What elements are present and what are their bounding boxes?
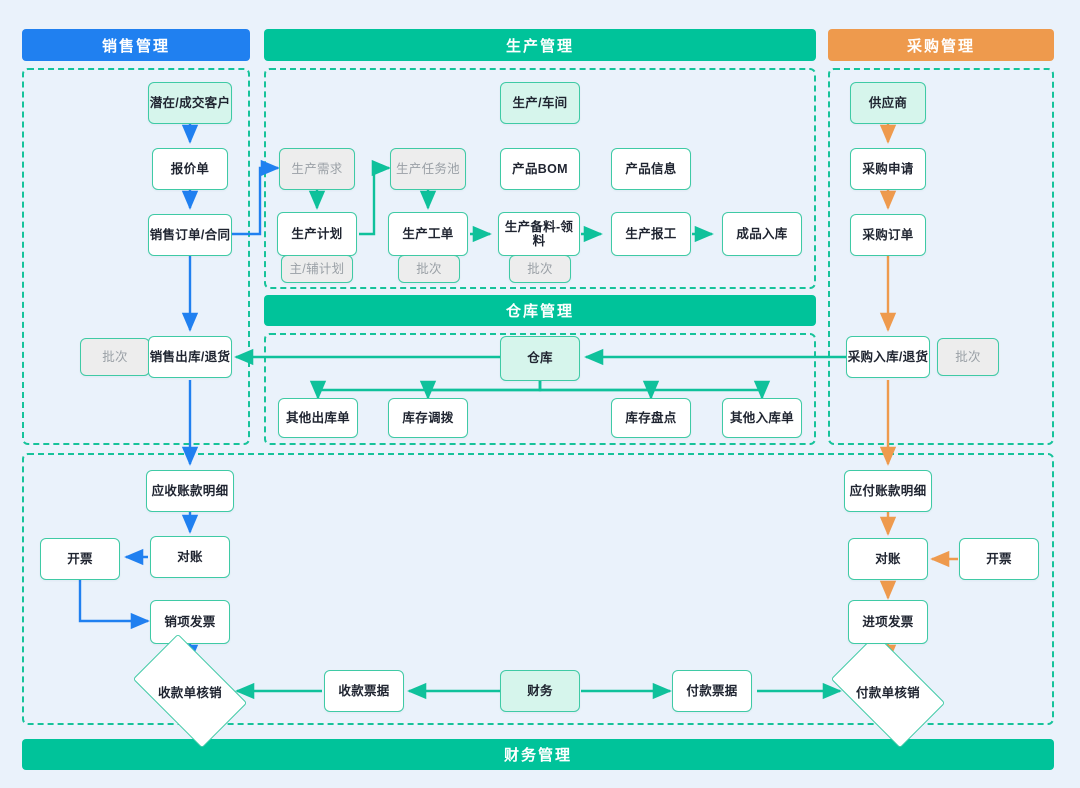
node-label: 生产/车间 xyxy=(512,95,568,110)
node-production-plan[interactable]: 生产计划 xyxy=(277,212,357,256)
node-label: 批次 xyxy=(527,261,553,276)
node-label: 生产工单 xyxy=(402,226,454,241)
node-receipt-write-off[interactable]: 收款单核销 xyxy=(132,633,248,749)
node-ap-reconciliation[interactable]: 对账 xyxy=(848,538,928,580)
node-label: 生产任务池 xyxy=(395,161,460,176)
node-plan-type-tag[interactable]: 主/辅计划 xyxy=(281,255,353,283)
section-header-finance: 财务管理 xyxy=(22,739,1054,770)
node-sales-outbound-return[interactable]: 销售出库/退货 xyxy=(148,336,232,378)
node-product-bom[interactable]: 产品BOM xyxy=(500,148,580,190)
node-label: 主/辅计划 xyxy=(289,261,345,276)
section-header-production: 生产管理 xyxy=(264,29,816,61)
node-label: 批次 xyxy=(955,349,981,364)
node-receipt-voucher[interactable]: 收款票据 xyxy=(324,670,404,712)
node-sales-order[interactable]: 销售订单/合同 xyxy=(148,214,232,256)
node-label: 生产需求 xyxy=(291,161,343,176)
node-purchase-batch-tag[interactable]: 批次 xyxy=(937,338,999,376)
section-header-warehouse: 仓库管理 xyxy=(264,295,816,326)
section-header-warehouse-label: 仓库管理 xyxy=(505,303,574,320)
node-label: 财务 xyxy=(527,683,553,698)
node-label: 应收账款明细 xyxy=(151,483,229,498)
node-production-work-order[interactable]: 生产工单 xyxy=(388,212,468,256)
node-work-order-batch-tag[interactable]: 批次 xyxy=(398,255,460,283)
node-sales-batch-tag[interactable]: 批次 xyxy=(80,338,150,376)
section-header-production-label: 生产管理 xyxy=(505,37,574,55)
node-label: 其他入库单 xyxy=(729,410,794,425)
node-label: 生产报工 xyxy=(625,226,677,241)
node-production-demand[interactable]: 生产需求 xyxy=(279,148,355,190)
node-ap-invoicing[interactable]: 开票 xyxy=(959,538,1039,580)
node-purchase-inbound-return[interactable]: 采购入库/退货 xyxy=(846,336,930,378)
node-label: 潜在/成交客户 xyxy=(149,95,231,110)
node-warehouse[interactable]: 仓库 xyxy=(500,336,580,381)
node-potential-customer[interactable]: 潜在/成交客户 xyxy=(148,82,232,124)
node-label: 进项发票 xyxy=(862,614,914,629)
node-purchase-requisition[interactable]: 采购申请 xyxy=(850,148,926,190)
group-purchase xyxy=(828,68,1054,445)
node-ar-reconciliation[interactable]: 对账 xyxy=(150,536,230,578)
group-sales xyxy=(22,68,250,445)
node-payment-voucher[interactable]: 付款票据 xyxy=(672,670,752,712)
node-finance[interactable]: 财务 xyxy=(500,670,580,712)
node-label: 付款单核销 xyxy=(855,685,920,700)
node-label: 销项发票 xyxy=(164,614,216,629)
node-ar-invoicing[interactable]: 开票 xyxy=(40,538,120,580)
node-label: 产品信息 xyxy=(625,161,677,176)
node-label: 开票 xyxy=(67,551,93,566)
node-label: 生产计划 xyxy=(291,226,343,241)
node-label: 其他出库单 xyxy=(285,410,350,425)
node-label: 库存盘点 xyxy=(625,410,677,425)
node-production-task-pool[interactable]: 生产任务池 xyxy=(390,148,466,190)
group-finance xyxy=(22,453,1054,725)
node-label: 对账 xyxy=(177,549,203,564)
node-inventory-transfer[interactable]: 库存调拨 xyxy=(388,398,468,438)
section-header-purchase: 采购管理 xyxy=(828,29,1054,61)
node-label: 应付账款明细 xyxy=(849,483,927,498)
node-label: 采购申请 xyxy=(862,161,914,176)
node-finished-goods-inbound[interactable]: 成品入库 xyxy=(722,212,802,256)
node-label: 库存调拨 xyxy=(402,410,454,425)
node-label: 供应商 xyxy=(868,95,908,110)
node-label: 付款票据 xyxy=(686,683,738,698)
section-header-finance-label: 财务管理 xyxy=(503,747,572,764)
node-label: 采购订单 xyxy=(862,227,914,242)
node-ap-detail[interactable]: 应付账款明细 xyxy=(844,470,932,512)
group-production xyxy=(264,68,816,289)
node-production-report[interactable]: 生产报工 xyxy=(611,212,691,256)
node-label: 批次 xyxy=(416,261,442,276)
node-material-prep-batch-tag[interactable]: 批次 xyxy=(509,255,571,283)
section-header-purchase-label: 采购管理 xyxy=(906,37,975,55)
node-label: 收款单核销 xyxy=(157,685,222,700)
node-label: 产品BOM xyxy=(512,161,568,176)
node-label: 对账 xyxy=(875,551,901,566)
node-purchase-order[interactable]: 采购订单 xyxy=(850,214,926,256)
node-quotation[interactable]: 报价单 xyxy=(152,148,228,190)
node-other-inbound[interactable]: 其他入库单 xyxy=(722,398,802,438)
node-input-invoice[interactable]: 进项发票 xyxy=(848,600,928,644)
node-supplier[interactable]: 供应商 xyxy=(850,82,926,124)
node-product-info[interactable]: 产品信息 xyxy=(611,148,691,190)
node-inventory-stocktake[interactable]: 库存盘点 xyxy=(611,398,691,438)
node-other-outbound[interactable]: 其他出库单 xyxy=(278,398,358,438)
node-label: 采购入库/退货 xyxy=(847,349,929,364)
node-output-invoice[interactable]: 销项发票 xyxy=(150,600,230,644)
section-header-sales: 销售管理 xyxy=(22,29,250,61)
node-label: 收款票据 xyxy=(338,683,390,698)
node-production-workshop[interactable]: 生产/车间 xyxy=(500,82,580,124)
node-ar-detail[interactable]: 应收账款明细 xyxy=(146,470,234,512)
node-label: 仓库 xyxy=(527,351,553,366)
node-label: 批次 xyxy=(102,349,128,364)
node-label: 销售订单/合同 xyxy=(149,227,231,242)
node-label: 成品入库 xyxy=(736,226,788,241)
group-warehouse xyxy=(264,333,816,445)
node-label: 开票 xyxy=(986,551,1012,566)
node-label: 生产备料-领料 xyxy=(504,219,574,248)
node-payment-write-off[interactable]: 付款单核销 xyxy=(830,633,946,749)
node-production-material-prep[interactable]: 生产备料-领料 xyxy=(498,212,580,256)
node-label: 报价单 xyxy=(170,161,210,176)
section-header-sales-label: 销售管理 xyxy=(101,37,170,55)
node-label: 销售出库/退货 xyxy=(149,349,231,364)
